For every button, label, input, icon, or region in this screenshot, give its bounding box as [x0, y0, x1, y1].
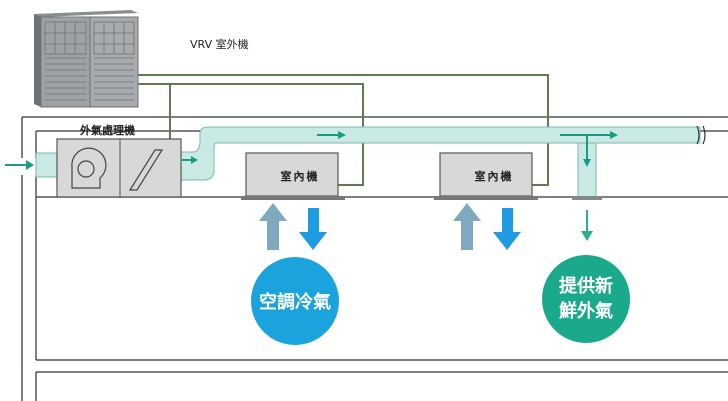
fresh-air-text-line1: 提供新: [559, 276, 613, 297]
indoor-unit-label: 室內機: [474, 170, 514, 183]
fresh-air-text: 提供新 鮮外氣: [546, 274, 626, 324]
fresh-air-text-line2: 鮮外氣: [559, 301, 613, 322]
supply-air-arrow: [493, 208, 521, 250]
fresh-air-badge: [542, 255, 630, 343]
fan-icon: [71, 147, 107, 189]
indoor-unit-1: [241, 152, 345, 200]
air-conditioning-badge: [251, 257, 339, 345]
fresh-air-duct: [35, 126, 701, 199]
duct-flow-arrows: [5, 131, 618, 170]
fresh-air-diffuser: [572, 196, 602, 200]
indoor-unit-2: [434, 152, 538, 200]
supply-air-arrow: [299, 208, 327, 250]
air-conditioning-text: 空調冷氣: [259, 292, 331, 313]
return-air-arrow: [259, 203, 287, 250]
duct-break-icon: [696, 125, 706, 145]
outdoor-unit: [34, 10, 139, 108]
air-handling-unit: [56, 138, 182, 198]
outdoor-unit-label: VRV 室外機: [190, 38, 249, 51]
fresh-air-supply-arrow: [581, 210, 593, 241]
return-air-arrow: [453, 203, 481, 250]
filter-icon: [128, 149, 164, 191]
indoor-unit-label: 室內機: [280, 170, 320, 183]
air-handler-label: 外氣處理機: [80, 124, 135, 137]
